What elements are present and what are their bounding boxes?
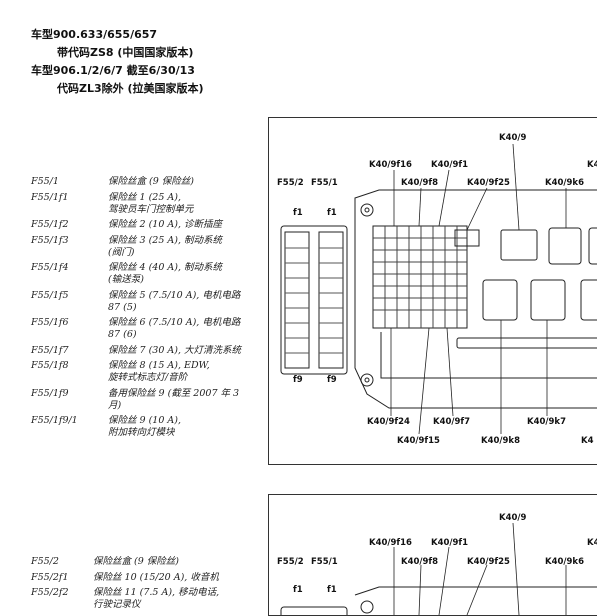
label-k40-9f16: K40/9f16 <box>369 538 412 548</box>
label-k40-9k6: K40/9k6 <box>545 557 584 567</box>
fuse-description: 保险丝 3 (25 A), 制动系统(阀门) <box>108 234 223 258</box>
label-k40-9k6: K40/9k6 <box>545 178 584 188</box>
housing-outline <box>354 189 597 409</box>
fuse-box-diagram-2: K40/9 K40/9f16 K40/9f1 K4 F55/2 F55/1 K4… <box>268 494 597 616</box>
label-k40-9f24: K40/9f24 <box>367 417 410 427</box>
fuse-code: F55/2f1 <box>31 571 69 583</box>
leader-lines <box>390 143 567 435</box>
f55-2-fuse-column <box>284 231 310 369</box>
relay-k40-9k7 <box>530 279 566 321</box>
fuse-box-drawing-1: K40/9 K40/9f16 K40/9f1 K4 F55/2 F55/1 K4… <box>277 133 597 446</box>
fuse-description: 保险丝 2 (10 A), 诊断插座 <box>108 219 223 230</box>
fuse-description: 保险丝盒 (9 保险丝) <box>93 556 179 567</box>
housing-step <box>380 332 597 379</box>
fuse-description: 保险丝 11 (7.5 A), 移动电话,行驶记录仪 <box>93 587 220 610</box>
k40-9-fuse-block <box>372 225 468 329</box>
fuse-list-f55-1: F55/1 保险丝盒 (9 保险丝) F55/1f1 保险丝 1 (25 A),驾驶员… <box>31 176 266 466</box>
fuse-code: F55/2f2 <box>31 587 69 598</box>
model-line-3: 车型906.1/2/6/7 截至6/30/13 <box>31 64 195 77</box>
mount-hole <box>360 203 374 217</box>
fuse-description: 保险丝 1 (25 A),驾驶员车门控制单元 <box>108 191 194 215</box>
f55-fuse-box-frame <box>280 225 348 375</box>
fuse-code: F55/1f4 <box>31 262 69 273</box>
label-k40-9f1: K40/9f1 <box>431 538 468 548</box>
label-k40-9f16: K40/9f16 <box>369 160 412 170</box>
fuse-code: F55/1f9/1 <box>31 415 78 426</box>
label-k40-9f7: K40/9f7 <box>433 417 470 427</box>
label-k40-9k8: K40/9k8 <box>481 436 520 446</box>
fuse-box-diagram-1: K40/9 K40/9f16 K40/9f1 K4 F55/2 F55/1 K4… <box>268 117 597 465</box>
fuse-code: F55/1f1 <box>31 191 69 203</box>
fuse-code: F55/1f9 <box>31 387 69 399</box>
housing-outline-2 <box>354 586 597 596</box>
fuse-code: F55/1f5 <box>31 289 69 301</box>
fuse-code: F55/2 <box>31 556 59 567</box>
label-f55-2: F55/2 <box>277 557 304 567</box>
fuse-code: F55/1f2 <box>31 219 69 230</box>
fuse-description: 保险丝 10 (15/20 A), 收音机 <box>93 571 219 583</box>
fuse-code: F55/1f3 <box>31 234 69 246</box>
label-k4-bottom: K4 <box>581 436 594 446</box>
model-line-2: 带代码ZS8 (中国国家版本) <box>57 46 194 59</box>
label-f1-right: f1 <box>327 208 337 218</box>
fuse-description: 保险丝盒 (9 保险丝) <box>108 176 194 187</box>
f55-1-fuse-column <box>318 231 344 369</box>
fuse-description: 保险丝 8 (15 A), EDW,旋转式标志灯/音阶 <box>108 360 210 383</box>
relay-k40-9 <box>500 229 538 261</box>
model-line-4: 代码ZL3除外 (拉美国家版本) <box>57 82 204 95</box>
model-line-1: 车型900.633/655/657 <box>31 28 158 41</box>
fuse-list-f55-2: F55/2 保险丝盒 (9 保险丝) F55/2f1 保险丝 10 (15/20 A)… <box>31 556 266 610</box>
relay-k4 <box>588 227 597 265</box>
fuse-code: F55/1 <box>31 176 59 187</box>
label-k40-9f8: K40/9f8 <box>401 557 438 567</box>
label-f55-2: F55/2 <box>277 178 304 188</box>
label-k40-9: K40/9 <box>499 133 527 143</box>
label-f1-left: f1 <box>293 208 303 218</box>
label-k40-9k7: K40/9k7 <box>527 417 566 427</box>
label-f1-right: f1 <box>327 585 337 595</box>
relay-k40-9k8 <box>482 279 518 321</box>
label-k4: K4 <box>587 160 597 170</box>
fuse-description: 保险丝 7 (30 A), 大灯清洗系统 <box>108 344 242 356</box>
fuse-description: 保险丝 9 (10 A),附加转向灯模块 <box>108 415 181 438</box>
label-k40-9f25: K40/9f25 <box>467 557 510 567</box>
label-f55-1: F55/1 <box>311 178 338 188</box>
label-k4: K4 <box>587 538 597 548</box>
label-f9-right: f9 <box>327 375 337 385</box>
mount-hole <box>360 373 374 387</box>
fuse-code: F55/1f6 <box>31 317 69 328</box>
relay-k4-lower <box>580 279 597 321</box>
label-f9-left: f9 <box>293 375 303 385</box>
fuse-description: 保险丝 4 (40 A), 制动系统(输送泵) <box>108 262 223 285</box>
fuse-code: F55/1f8 <box>31 360 69 371</box>
label-f1-left: f1 <box>293 585 303 595</box>
label-k40-9f1: K40/9f1 <box>431 160 468 170</box>
label-k40-9f8: K40/9f8 <box>401 178 438 188</box>
label-k40-9f15: K40/9f15 <box>397 436 440 446</box>
fuse-code: F55/1f7 <box>31 344 69 356</box>
label-f55-1: F55/1 <box>311 557 338 567</box>
fuse-box-drawing-2: K40/9 K40/9f16 K40/9f1 K4 F55/2 F55/1 K4… <box>277 513 597 615</box>
label-k40-9: K40/9 <box>499 513 527 523</box>
connector-strip <box>456 337 597 349</box>
label-k40-9f25: K40/9f25 <box>467 178 510 188</box>
relay-k40-9k6 <box>548 227 582 265</box>
